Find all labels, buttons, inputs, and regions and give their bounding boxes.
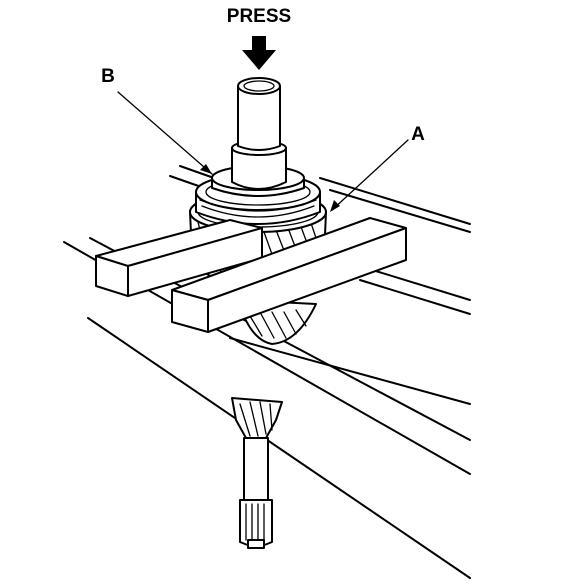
press-attachment [231, 77, 287, 190]
support-block-right [171, 217, 407, 333]
press-label: PRESS [227, 6, 291, 27]
lower-shaft [231, 397, 283, 549]
support-block-left [95, 219, 263, 297]
leader-lines [117, 91, 409, 212]
callout-b: B [101, 66, 115, 87]
callout-a: A [411, 124, 425, 145]
press-arrow-icon [242, 36, 276, 70]
